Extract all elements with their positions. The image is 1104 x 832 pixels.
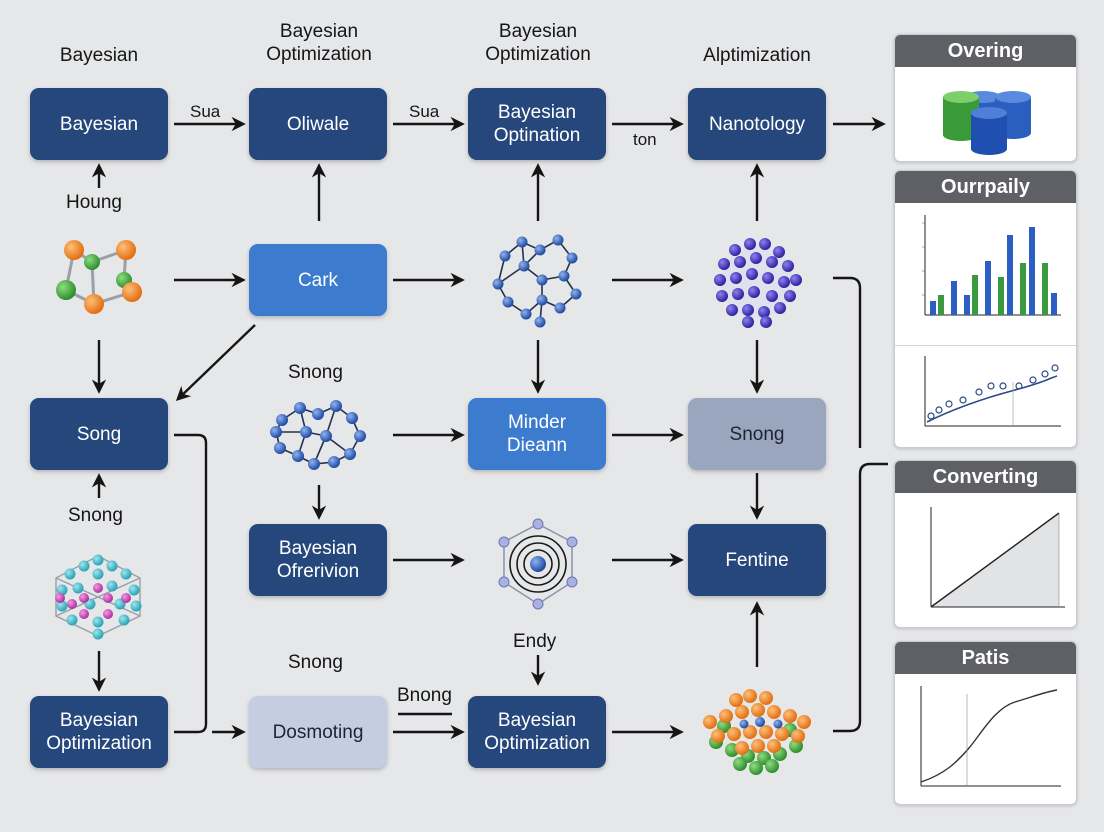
bar-chart-thumbnail — [922, 215, 1061, 316]
node-optination: Bayesian Optination — [468, 88, 606, 160]
column-title-2: Bayesian Optimization — [266, 21, 372, 65]
node-oliwale: Oliwale — [249, 88, 387, 160]
column-title-1: Bayesian — [59, 45, 139, 66]
connector-arrows — [91, 116, 888, 740]
crystal-lattice-icon — [55, 554, 142, 640]
panel-title: Patis — [895, 642, 1076, 674]
node-fentine: Fentine — [688, 524, 826, 596]
edge-label-snong-2: Snong — [68, 505, 123, 526]
cluster-icon — [270, 400, 366, 470]
sigmoid-curve-thumbnail — [920, 686, 1061, 787]
edge-label-ton: ton — [633, 130, 657, 149]
cage-molecule-icon — [498, 518, 578, 610]
panel-patis: Patis — [894, 641, 1077, 805]
node-nanotology: Nanotology — [688, 88, 826, 160]
panel-title: Converting — [895, 461, 1076, 493]
panel-title: Overing — [895, 35, 1076, 67]
layered-particles-icon — [703, 689, 811, 775]
node-snong: Snong — [688, 398, 826, 470]
nanoparticle-icon — [714, 238, 802, 328]
edge-label-sua-2: Sua — [409, 102, 440, 121]
edge-label-sua-1: Sua — [190, 102, 221, 121]
area-chart-thumbnail — [930, 507, 1065, 608]
molecule-icon — [56, 240, 142, 314]
node-bayesian-optimization-center: Bayesian Optimization — [468, 696, 606, 768]
database-icon — [943, 91, 1031, 155]
edge-label-snong-1: Snong — [288, 362, 343, 383]
column-title-4: Alptimization — [703, 45, 811, 66]
node-dosmoting: Dosmoting — [249, 696, 387, 768]
panel-overing: Overing — [894, 34, 1077, 162]
node-bayesian-optimization-left: Bayesian Optimization — [30, 696, 168, 768]
edge-label-endy: Endy — [513, 631, 557, 652]
node-minder-dieann: Minder Dieann — [468, 398, 606, 470]
node-bayesian-start: Bayesian — [30, 88, 168, 160]
edge-label-bnong: Bnong — [397, 685, 452, 706]
edge-label-houng: Houng — [66, 192, 122, 213]
node-song: Song — [30, 398, 168, 470]
node-cark: Cark — [249, 244, 387, 316]
panel-title: Ourrpaily — [895, 171, 1076, 203]
panel-ourrpaily: Ourrpaily — [894, 170, 1077, 448]
panel-converting: Converting — [894, 460, 1077, 628]
node-ofrerivion: Bayesian Ofrerivion — [249, 524, 387, 596]
column-title-3: Bayesian Optimization — [485, 21, 591, 65]
network-icon — [492, 234, 582, 328]
edge-label-snong-3: Snong — [288, 652, 343, 673]
scatter-plot-thumbnail — [924, 356, 1061, 427]
